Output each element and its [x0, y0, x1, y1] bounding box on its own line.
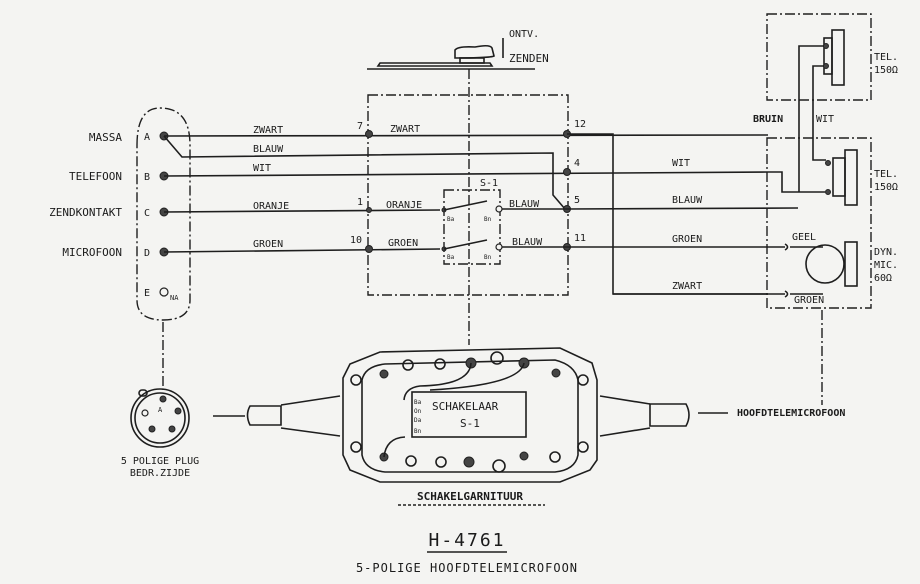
terminal-4-label: 4: [574, 158, 580, 169]
assembly-contact-2: On: [414, 408, 422, 415]
terminal-10: [365, 245, 373, 253]
pin-letter-a: A: [144, 132, 150, 143]
cable-left: [213, 395, 341, 437]
cable-right: HOOFDTELEMICROFOON: [599, 395, 845, 437]
wire-label-zwart: ZWART: [253, 125, 283, 136]
five-pole-plug: A 5 POLIGE PLUG BEDR.ZIJDE: [121, 388, 199, 479]
toggle-label-zenden: ZENDEN: [509, 52, 549, 65]
wire-label-blauw: BLAUW: [253, 144, 284, 155]
right-label-groen: GROEN: [672, 234, 702, 245]
mic-label-dyn: DYN.: [874, 247, 898, 258]
headset-top: TEL. 150Ω: [766, 13, 898, 192]
terminal-11-label: 11: [574, 233, 586, 244]
pin-name-microfoon: MICROFOON: [62, 246, 122, 259]
plug-label-line2: BEDR.ZIJDE: [130, 468, 190, 479]
assembly-contact-3: Da: [414, 417, 422, 424]
mic-label-mic: MIC.: [874, 260, 898, 271]
toggle-label-ontv: ONTV.: [509, 29, 539, 40]
terminal-7-label: 7: [357, 121, 363, 132]
terminal-12-label: 12: [574, 119, 586, 130]
terminal-10-label: 10: [350, 235, 362, 246]
wire-label-groen: GROEN: [253, 239, 283, 250]
headset-mic-box: TEL. 150Ω: [766, 137, 898, 309]
cable-label: HOOFDTELEMICROFOON: [737, 408, 845, 419]
pin-name-telefoon: TELEFOON: [69, 170, 122, 183]
inner-label-blauw-1: BLAUW: [509, 199, 540, 210]
terminal-4: [563, 168, 571, 176]
pin-letter-b: B: [144, 172, 150, 183]
terminal-1: [366, 207, 372, 213]
right-label-zwart: ZWART: [672, 281, 702, 292]
terminal-5-label: 5: [574, 195, 580, 206]
inner-label-groen: GROEN: [388, 238, 418, 249]
inner-label-zwart: ZWART: [390, 124, 420, 135]
mic-wire-groen: GROEN: [794, 295, 824, 306]
wire-label-wit: WIT: [253, 163, 271, 174]
pin-letter-d: D: [144, 248, 150, 259]
switch-s1-label: S-1: [480, 178, 498, 189]
contact-bn-1: Bn: [484, 216, 492, 223]
mic-wire-geel: GEEL: [792, 232, 816, 243]
right-label-blauw: BLAUW: [672, 195, 703, 206]
plug-connector-outline: [136, 107, 191, 321]
headset-top-impedance: 150Ω: [874, 65, 898, 76]
pin-letter-c: C: [144, 208, 150, 219]
terminal-1-label: 1: [357, 197, 363, 208]
contact-ba-2: Ba: [447, 254, 455, 261]
headset-mid-label: TEL.: [874, 169, 898, 180]
switch-s1: S-1 Ba Bn Ba Bn: [441, 178, 567, 265]
pin-e: [159, 287, 169, 297]
wire-label-bruin: BRUIN: [753, 114, 783, 125]
right-label-wit: WIT: [672, 158, 690, 169]
plug-pin-a-label: A: [158, 406, 163, 414]
contact-bn-2: Bn: [484, 254, 492, 261]
microphone: GEEL GROEN DYN. MIC. 60Ω: [784, 232, 898, 306]
pin-e-suffix: NA: [170, 294, 179, 302]
pin-name-massa: MASSA: [89, 131, 122, 144]
inner-label-blauw-2: BLAUW: [512, 237, 543, 248]
headset-top-label: TEL.: [874, 52, 898, 63]
contact-ba-1: Ba: [447, 216, 455, 223]
assembly-contact-1: Ba: [414, 399, 422, 406]
switch-enclosure: [367, 94, 569, 296]
wire-label-wit-between: WIT: [816, 114, 834, 125]
pin-letter-e: E: [144, 288, 150, 299]
wire-label-oranje: ORANJE: [253, 201, 289, 212]
toggle-switch: ONTV. ZENDEN: [367, 29, 549, 345]
right-wires: [566, 133, 825, 295]
left-wires: [163, 134, 769, 253]
diagram-code: H-4761: [428, 530, 505, 551]
pin-name-zendkontakt: ZENDKONTAKT: [49, 206, 122, 219]
diagram-subtitle: 5-POLIGE HOOFDTELEMICROFOON: [356, 561, 578, 575]
headset-mid-impedance: 150Ω: [874, 182, 898, 193]
assembly-box-sub: S-1: [460, 417, 480, 430]
inner-label-oranje: ORANJE: [386, 200, 422, 211]
plug-label-line1: 5 POLIGE PLUG: [121, 456, 199, 467]
assembly-contact-4: Bn: [414, 428, 422, 435]
mic-impedance: 60Ω: [874, 273, 892, 284]
assembly-name: SCHAKELGARNITUUR: [417, 490, 523, 503]
assembly-box-title: SCHAKELAAR: [432, 400, 499, 413]
terminal-7: [365, 130, 373, 138]
switch-assembly: SCHAKELAAR S-1 Ba On Da Bn SCHAKELGARNIT…: [342, 347, 598, 506]
